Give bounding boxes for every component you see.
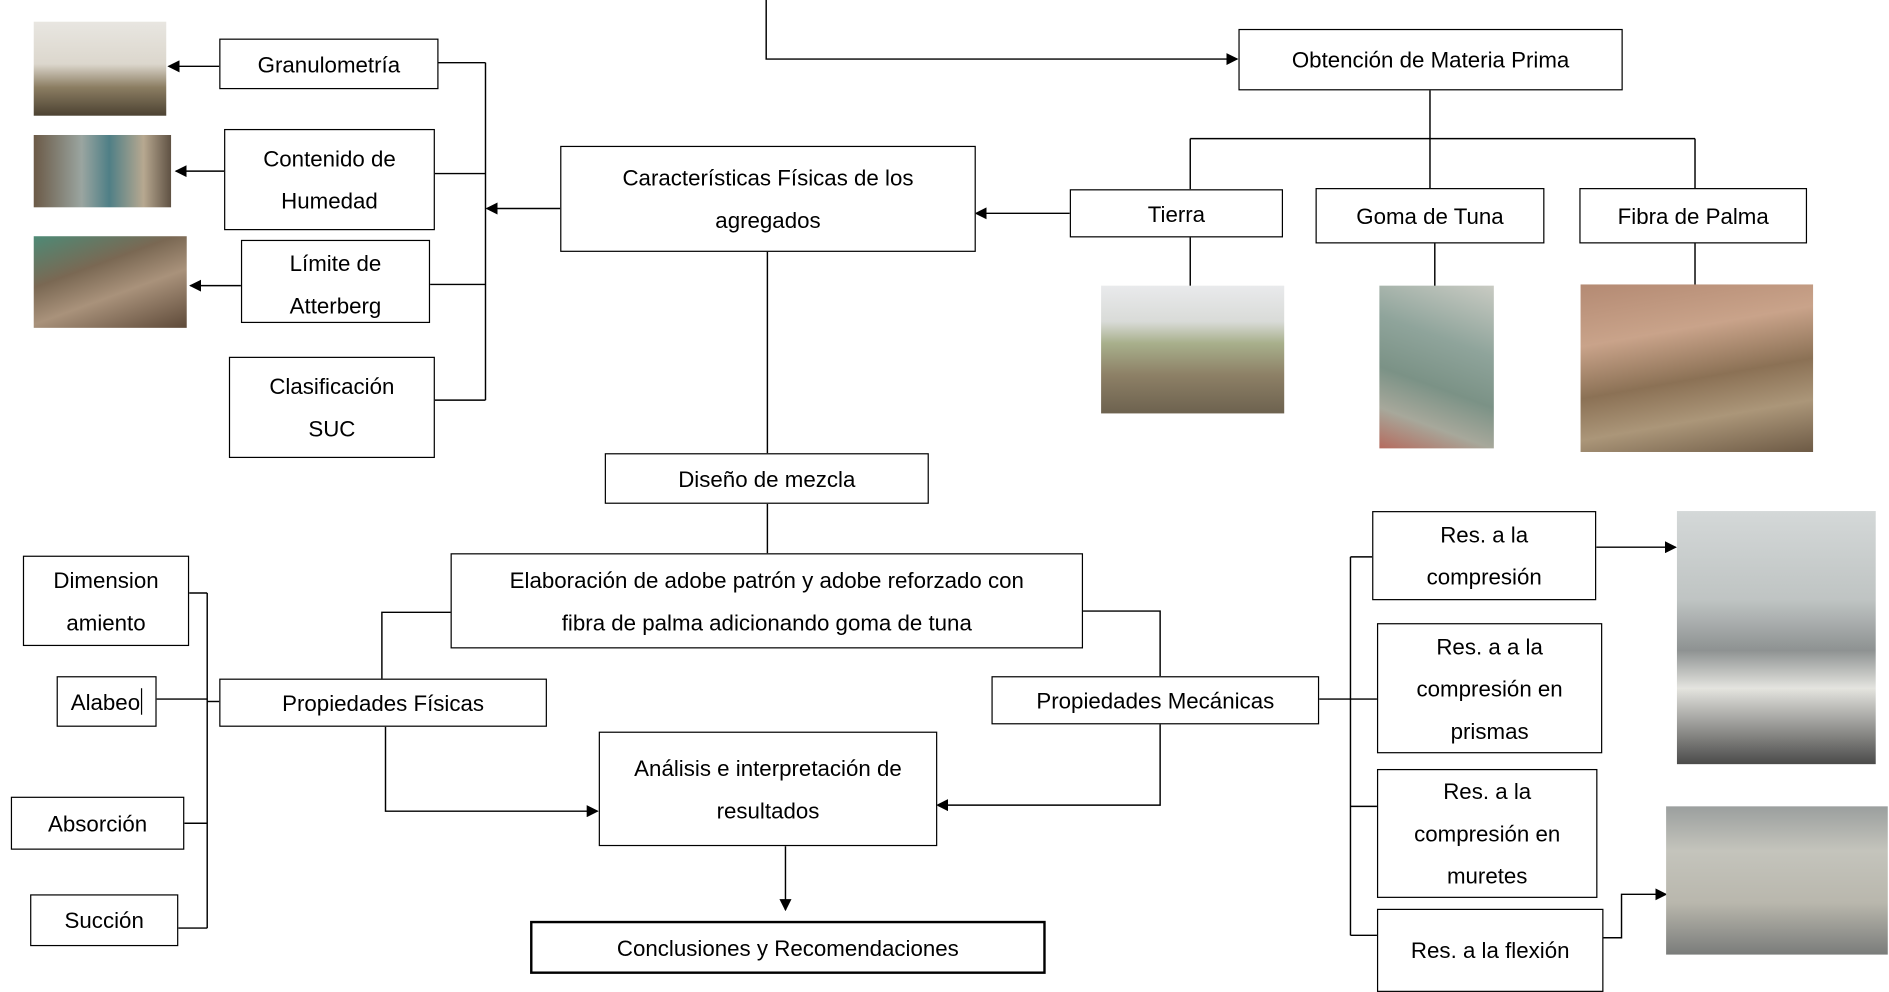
res-flexion-label: Res. a la flexión xyxy=(1410,937,1570,964)
succion-label: Succión xyxy=(64,907,144,933)
edge-top-to-obtencion xyxy=(765,0,1239,66)
elaboracion-label: Elaboración de adobe patrón y adobe refo… xyxy=(509,567,1024,635)
prop-mecanicas-label: Propiedades Mecánicas xyxy=(1036,687,1275,713)
alabeo-box: Alabeo xyxy=(56,676,157,727)
edge-elaboracion-mecanicas xyxy=(1083,610,1161,677)
flexion-specimen-photo xyxy=(1666,806,1888,955)
granulometria-label: Granulometría xyxy=(257,51,401,77)
compression-machine-photo xyxy=(1676,511,1876,765)
analisis-label: Análisis e interpretación de resultados xyxy=(634,755,902,823)
res-muretes-label: Res. a la compresión en muretes xyxy=(1414,778,1561,889)
absorcion-box: Absorción xyxy=(10,796,185,850)
granulometria-box: Granulometría xyxy=(219,38,439,90)
propiedades-mecanicas-box: Propiedades Mecánicas xyxy=(991,676,1320,725)
conclusiones-label: Conclusiones y Recomendaciones xyxy=(616,934,959,961)
goma-tuna-box: Goma de Tuna xyxy=(1315,188,1545,244)
limite-atterberg-photo xyxy=(33,236,187,328)
fibra-label: Fibra de Palma xyxy=(1617,203,1769,229)
obtencion-label: Obtención de Materia Prima xyxy=(1291,47,1570,73)
granulometria-photo xyxy=(33,21,167,116)
tierra-photo xyxy=(1101,285,1285,414)
obtencion-materia-prima-box: Obtención de Materia Prima xyxy=(1238,28,1623,91)
goma-label: Goma de Tuna xyxy=(1356,203,1504,229)
res-prismas-label: Res. a a la compresión en prismas xyxy=(1416,633,1563,744)
res-prismas-box: Res. a a la compresión en prismas xyxy=(1376,623,1603,754)
dimension-label: Dimension amiento xyxy=(53,567,159,635)
res-compresion-label: Res. a la compresión xyxy=(1426,521,1542,590)
edge-elaboracion-fisicas xyxy=(381,611,451,679)
fibra-palma-photo xyxy=(1580,284,1814,452)
elaboracion-adobe-box: Elaboración de adobe patrón y adobe refo… xyxy=(450,553,1084,649)
limite-atterberg-box: Límite de Atterberg xyxy=(240,239,431,324)
succion-box: Succión xyxy=(30,894,179,947)
res-compresion-box: Res. a la compresión xyxy=(1372,511,1597,601)
diseno-mezcla-box: Diseño de mezcla xyxy=(604,453,929,504)
limite-label: Límite de Atterberg xyxy=(289,250,382,319)
text-cursor xyxy=(141,688,143,715)
clasificacion-suc-box: Clasificación SUC xyxy=(228,356,435,459)
clasificacion-label: Clasificación SUC xyxy=(269,373,395,442)
res-flexion-box: Res. a la flexión xyxy=(1376,908,1604,992)
fibra-palma-box: Fibra de Palma xyxy=(1579,188,1808,244)
contenido-humedad-photo xyxy=(33,134,172,208)
contenido-humedad-box: Contenido de Humedad xyxy=(224,128,435,231)
prop-fisicas-label: Propiedades Físicas xyxy=(282,690,485,716)
dimensionamiento-box: Dimension amiento xyxy=(22,555,190,647)
caracteristicas-fisicas-box: Características Físicas de los agregados xyxy=(560,145,976,252)
analisis-box: Análisis e interpretación de resultados xyxy=(598,731,938,847)
res-muretes-box: Res. a la compresión en muretes xyxy=(1376,768,1598,898)
alabeo-label: Alabeo xyxy=(70,688,141,715)
edge-mecanicas-analisis xyxy=(936,723,1161,812)
edge-fisicas-analisis xyxy=(384,726,599,818)
tierra-box: Tierra xyxy=(1069,189,1284,238)
conclusiones-box: Conclusiones y Recomendaciones xyxy=(530,920,1046,974)
edge-flexion-photo xyxy=(1603,888,1668,939)
caracteristicas-label: Características Físicas de los agregados xyxy=(622,165,914,233)
absorcion-label: Absorción xyxy=(48,810,148,836)
goma-tuna-photo xyxy=(1379,285,1494,449)
propiedades-fisicas-box: Propiedades Físicas xyxy=(219,678,547,727)
tierra-label: Tierra xyxy=(1147,200,1206,226)
contenido-label: Contenido de Humedad xyxy=(263,145,396,214)
diseno-label: Diseño de mezcla xyxy=(678,465,856,492)
